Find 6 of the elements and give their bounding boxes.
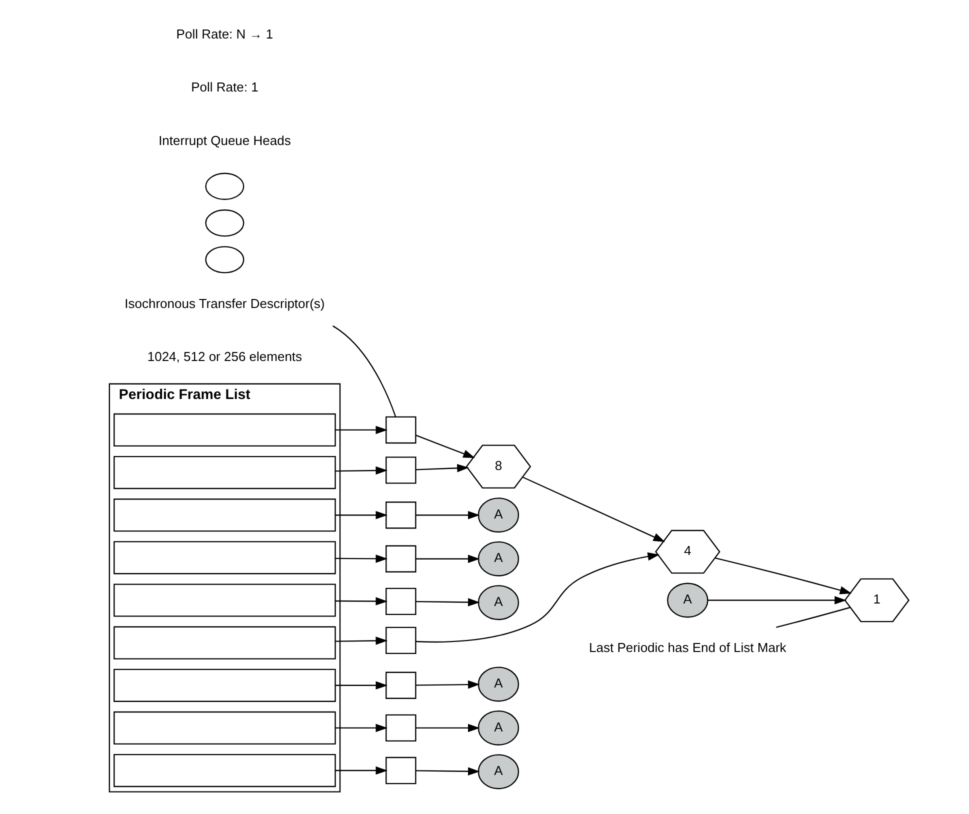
label: Interrupt Queue Heads (158, 132, 291, 148)
label: Poll Rate: 1 (191, 79, 258, 94)
label: Poll Rate: N → 1 (176, 26, 274, 41)
node-label: 1024, 512 or 256 elements (147, 348, 302, 364)
node-text: Isochronous Transfer Descriptor(s) (124, 295, 325, 310)
node-text: Last Periodic has End of List Mark (589, 640, 786, 655)
